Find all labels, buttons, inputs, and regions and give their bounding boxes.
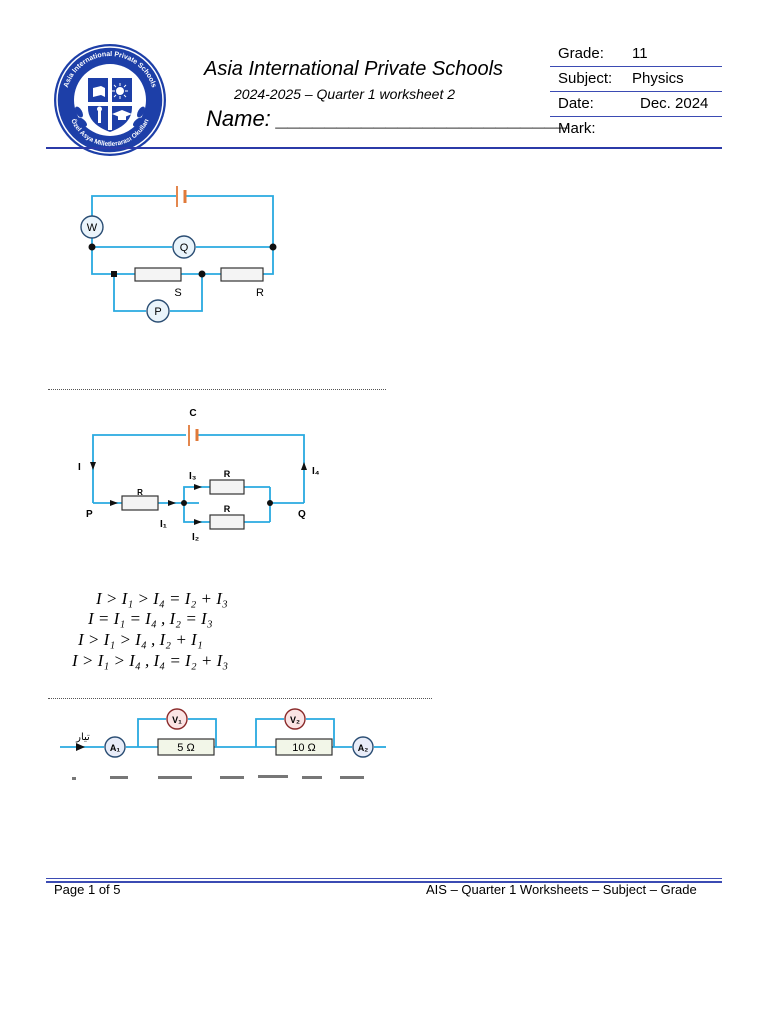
date-value: Dec. 2024 — [640, 95, 709, 112]
choice-4: I > I₁ > I₄ , I₄ = I₂ + I₃ — [72, 651, 229, 670]
label-i4: I₄ — [312, 466, 320, 477]
name-field-label: Name: ________________________ — [206, 106, 571, 131]
info-table: Grade: 11 Subject: Physics Date: Dec. 20… — [550, 42, 722, 141]
grade-value: 11 — [632, 45, 648, 62]
voltmeter-1-label: V₁ — [172, 715, 182, 725]
page-number: Page 1 of 5 — [54, 882, 121, 897]
answer-line-2 — [48, 698, 432, 699]
resistor-r2-label: R — [224, 469, 231, 479]
label-i1: I₁ — [160, 519, 167, 530]
label-i: I — [78, 462, 81, 473]
label-p: P — [86, 509, 93, 520]
choice-2: I = I₁ = I₄ , I₂ = I₃ — [88, 609, 213, 628]
meter-w-label: W — [87, 222, 98, 234]
mark-row: Mark: — [550, 117, 722, 141]
resistor-r-label: R — [256, 287, 264, 299]
meter-q-label: Q — [180, 242, 189, 254]
resistor-s-label: S — [174, 287, 181, 299]
date-label: Date: — [558, 95, 594, 112]
current-label: تيار — [75, 732, 90, 743]
worksheet-title: 2024-2025 – Quarter 1 worksheet 2 — [234, 86, 456, 102]
meter-p-label: P — [154, 306, 161, 318]
resistor-10-ohm-label: 10 Ω — [292, 742, 316, 754]
label-i3: I₃ — [189, 471, 197, 482]
mark-label: Mark: — [558, 120, 596, 137]
label-q: Q — [298, 509, 306, 520]
circuit-diagram-1: W Q P S R — [80, 186, 277, 323]
circuit-diagram-3: تيار A₁ A₂ V₁ V₂ 5 Ω 10 Ω — [60, 708, 386, 780]
choice-1: I > I₁ > I₄ = I₂ + I₃ — [96, 589, 228, 608]
resistor-r1-label: R — [137, 488, 143, 497]
ammeter-1-label: A₁ — [110, 743, 120, 753]
date-row: Date: Dec. 2024 — [550, 92, 722, 117]
label-i2: I₂ — [192, 532, 199, 543]
grade-row: Grade: 11 — [550, 42, 722, 67]
subject-value: Physics — [632, 70, 684, 87]
footer-rule-bottom — [46, 881, 722, 883]
answer-line-1 — [48, 389, 386, 390]
circuit-diagram-2: C I I₄ I₃ I₁ I₂ P Q R R R — [78, 408, 320, 543]
ammeter-2-label: A₂ — [358, 743, 369, 753]
footer-title: AIS – Quarter 1 Worksheets – Subject – G… — [426, 882, 697, 897]
grade-label: Grade: — [558, 45, 604, 62]
footer-rule-top — [46, 878, 722, 879]
resistor-r3-label: R — [224, 504, 231, 514]
school-name: Asia International Private Schools — [204, 58, 504, 80]
resistor-5-ohm-label: 5 Ω — [177, 742, 194, 754]
header-rule — [46, 147, 722, 149]
label-c: C — [189, 408, 196, 419]
school-logo: Asia International Private Schools Özel … — [54, 44, 166, 156]
subject-label: Subject: — [558, 70, 613, 87]
voltmeter-2-label: V₂ — [290, 715, 300, 725]
subject-row: Subject: Physics — [550, 67, 722, 92]
choice-3: I > I₁ > I₄ , I₂ + I₁ — [78, 630, 203, 649]
